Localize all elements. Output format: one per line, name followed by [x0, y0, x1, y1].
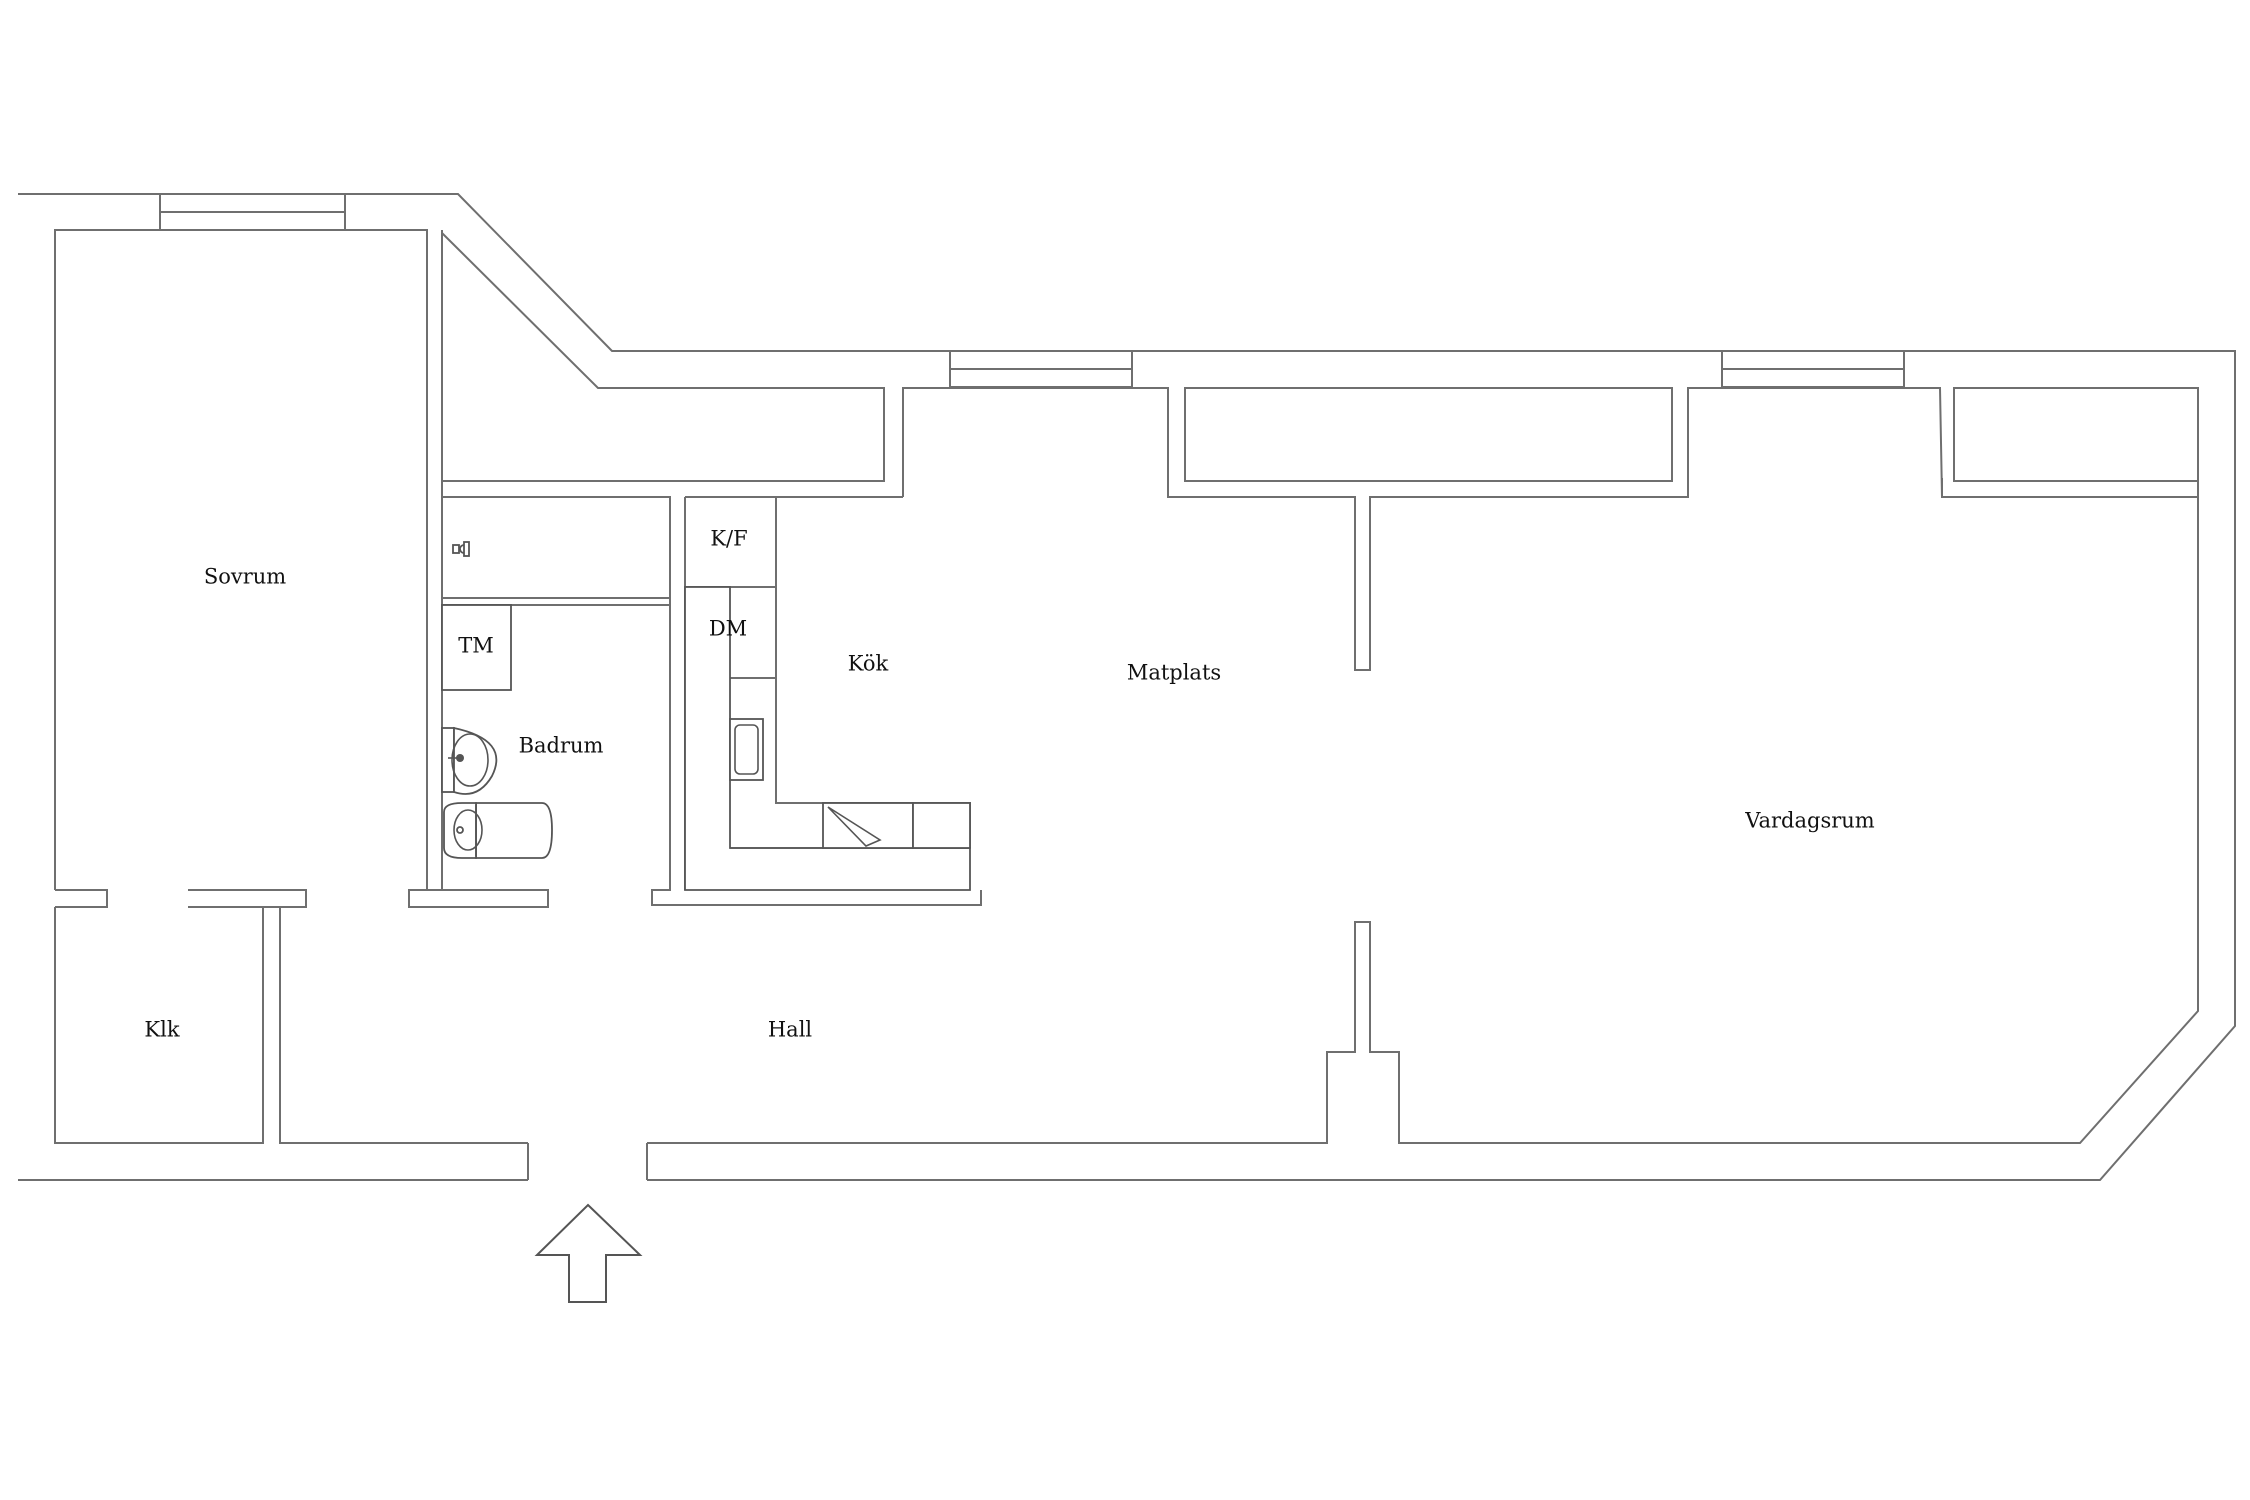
sink-icon: [441, 726, 498, 795]
exterior-walls: [18, 193, 2236, 1181]
label-klk: Klk: [144, 1018, 179, 1042]
label-kf: K/F: [710, 527, 747, 551]
door-opening-sovrum: [55, 889, 307, 908]
toilet-icon: [443, 802, 553, 859]
entrance-arrow-icon: [534, 1203, 643, 1303]
washing-machine-tm: [441, 604, 512, 691]
windows: [159, 193, 1905, 388]
label-vardagsrum: Vardagsrum: [1744, 809, 1875, 833]
room-klk-walls: [54, 478, 2199, 1144]
label-sovrum: Sovrum: [204, 565, 286, 589]
room-badrum-walls: [408, 496, 982, 908]
room-sovrum-walls: [54, 229, 443, 891]
stove-icon: [822, 802, 914, 849]
matplats-walls: [685, 387, 1943, 671]
storage-top-left: [441, 230, 885, 482]
counter-cabinet: [912, 802, 971, 849]
faucet-icon: [452, 541, 470, 557]
label-matplats: Matplats: [1127, 661, 1221, 685]
label-kok: Kök: [848, 652, 889, 676]
label-hall: Hall: [768, 1018, 813, 1042]
label-badrum: Badrum: [519, 734, 604, 758]
kitchen-sink-icon: [729, 718, 764, 781]
storage-matplats: [1184, 387, 1673, 482]
exterior-wall-outer: [18, 193, 2236, 1181]
label-dm: DM: [709, 617, 747, 641]
label-tm: TM: [458, 634, 494, 658]
storage-vardagsrum: [1953, 387, 2199, 482]
